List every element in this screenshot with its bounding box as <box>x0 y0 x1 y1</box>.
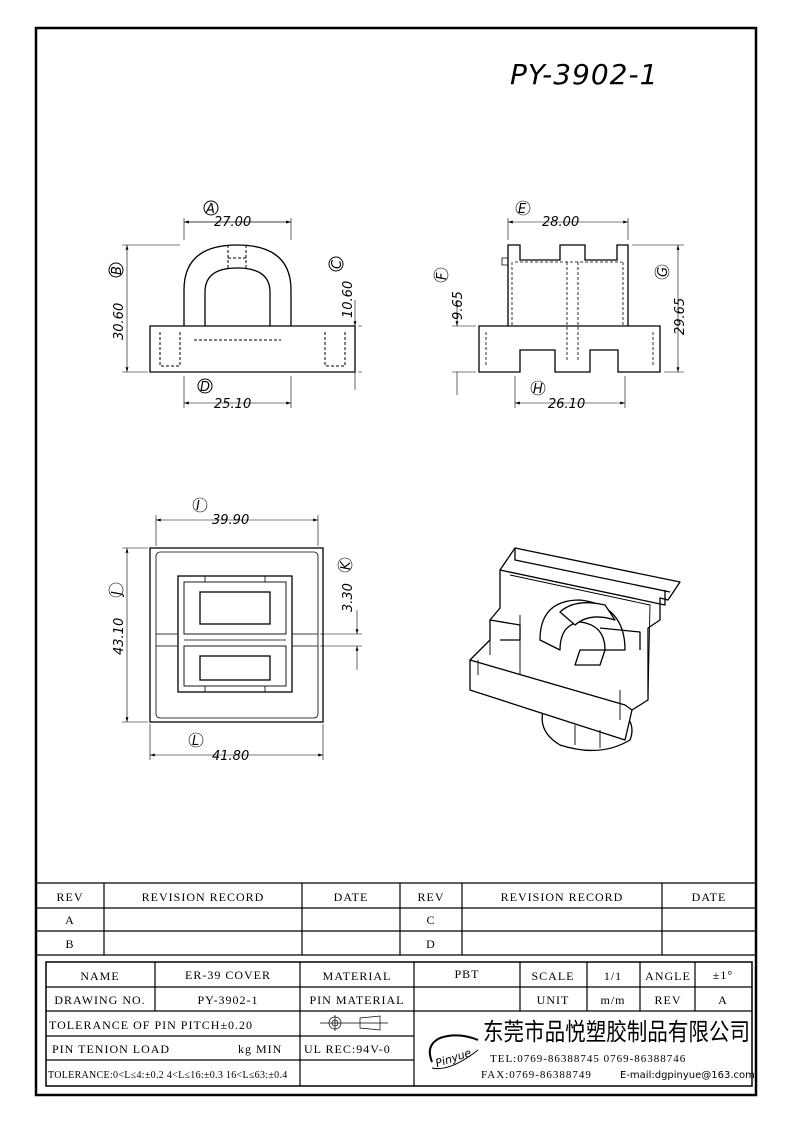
svg-text:H: H <box>533 382 543 397</box>
svg-text:G: G <box>656 267 671 277</box>
revision-table: REV REVISION RECORD DATE REV REVISION RE… <box>57 890 727 951</box>
svg-text:kg MIN: kg MIN <box>238 1042 282 1056</box>
svg-text:DRAWING NO.: DRAWING NO. <box>54 993 145 1007</box>
svg-text:9.65: 9.65 <box>451 291 466 320</box>
svg-text:ER-39 COVER: ER-39 COVER <box>185 968 271 982</box>
sheet-border <box>34 26 758 1097</box>
svg-text:D: D <box>200 380 210 395</box>
svg-text:B: B <box>110 266 125 275</box>
svg-text:L: L <box>192 734 199 749</box>
svg-text:DATE: DATE <box>334 890 369 904</box>
side-view-dimensions: E 28.00 F 9.65 G 29.65 H 26.10 <box>435 202 688 412</box>
svg-text:UNIT: UNIT <box>537 993 570 1007</box>
svg-text:J: J <box>110 591 125 598</box>
svg-text:C: C <box>330 259 345 269</box>
svg-text:UL REC:94V-0: UL REC:94V-0 <box>304 1042 391 1056</box>
front-view-dimensions: A 27.00 B 30.60 C 10.60 D 25.10 <box>110 202 356 412</box>
svg-text:K: K <box>339 560 354 570</box>
svg-text:TOLERANCE OF PIN PITCH±0.20: TOLERANCE OF PIN PITCH±0.20 <box>49 1018 253 1032</box>
drawing-title: PY-3902-1 <box>510 58 658 91</box>
svg-text:A: A <box>718 993 728 1007</box>
svg-text:REV: REV <box>418 890 445 904</box>
svg-text:REV: REV <box>57 890 84 904</box>
svg-text:TEL:0769-86388745 0769-8638: TEL:0769-86388745 0769-86388746 <box>490 1053 686 1065</box>
svg-text:Pinyue: Pinyue <box>434 1046 473 1070</box>
front-view <box>108 200 362 408</box>
svg-text:PY-3902-1: PY-3902-1 <box>197 993 258 1007</box>
title-block-grid <box>45 961 753 1087</box>
svg-text:C: C <box>426 913 435 927</box>
svg-text:30.60: 30.60 <box>112 303 127 340</box>
svg-text:PIN MATERIAL: PIN MATERIAL <box>310 993 405 1007</box>
projection-symbol-icon <box>320 1015 388 1031</box>
svg-text:43.10: 43.10 <box>112 618 127 655</box>
svg-text:A: A <box>205 202 215 217</box>
svg-text:SCALE: SCALE <box>531 969 574 983</box>
svg-text:39.90: 39.90 <box>212 513 249 528</box>
svg-text:PBT: PBT <box>454 967 479 981</box>
svg-text:REV: REV <box>655 993 682 1007</box>
svg-text:41.80: 41.80 <box>212 749 249 764</box>
svg-text:±1°: ±1° <box>713 968 733 982</box>
company-block: Pinyue 东莞市品悦塑胶制品有限公司 TEL:0769-86388745 0… <box>428 1018 755 1081</box>
svg-text:REVISION RECORD: REVISION RECORD <box>501 890 624 904</box>
svg-text:MATERIAL: MATERIAL <box>323 969 392 983</box>
svg-text:D: D <box>426 937 436 951</box>
revision-table-grid <box>36 882 756 956</box>
svg-text:m/m: m/m <box>600 993 625 1007</box>
svg-text:26.10: 26.10 <box>548 397 585 412</box>
top-view <box>108 497 362 760</box>
svg-text:I: I <box>196 499 200 514</box>
svg-text:27.00: 27.00 <box>214 215 251 230</box>
svg-text:1/1: 1/1 <box>604 969 622 983</box>
svg-text:25.10: 25.10 <box>214 397 251 412</box>
svg-text:29.65: 29.65 <box>673 298 688 335</box>
svg-text:ANGLE: ANGLE <box>645 969 691 983</box>
title-block: NAME ER-39 COVER MATERIAL PBT SCALE 1/1 … <box>54 967 733 1007</box>
title-block-lower: TOLERANCE OF PIN PITCH±0.20 PIN TENION L… <box>48 1015 391 1081</box>
top-view-dimensions: I 39.90 J 43.10 K 3.30 L 41.80 <box>110 499 356 764</box>
svg-text:TOLERANCE:0<L≤4:±0.2 4<L≤16:±: TOLERANCE:0<L≤4:±0.2 4<L≤16:±0.3 16<L≤63… <box>48 1070 288 1081</box>
svg-text:3.30: 3.30 <box>341 583 356 612</box>
svg-text:REVISION RECORD: REVISION RECORD <box>142 890 265 904</box>
svg-text:E-mail:dgpinyue@163.com: E-mail:dgpinyue@163.com <box>620 1070 755 1081</box>
svg-text:F: F <box>435 272 450 280</box>
svg-text:B: B <box>65 937 74 951</box>
svg-text:10.60: 10.60 <box>341 281 356 318</box>
svg-text:东莞市品悦塑胶制品有限公司: 东莞市品悦塑胶制品有限公司 <box>483 1018 750 1046</box>
svg-text:E: E <box>518 202 527 217</box>
svg-text:28.00: 28.00 <box>542 215 579 230</box>
isometric-view <box>469 547 681 752</box>
svg-text:DATE: DATE <box>692 890 727 904</box>
svg-text:FAX:0769-86388749: FAX:0769-86388749 <box>481 1069 592 1081</box>
svg-text:NAME: NAME <box>80 969 119 983</box>
svg-text:A: A <box>65 913 75 927</box>
side-view <box>433 200 684 408</box>
svg-text:PIN TENION LOAD: PIN TENION LOAD <box>52 1042 170 1056</box>
pinyue-logo: Pinyue <box>428 1034 479 1070</box>
